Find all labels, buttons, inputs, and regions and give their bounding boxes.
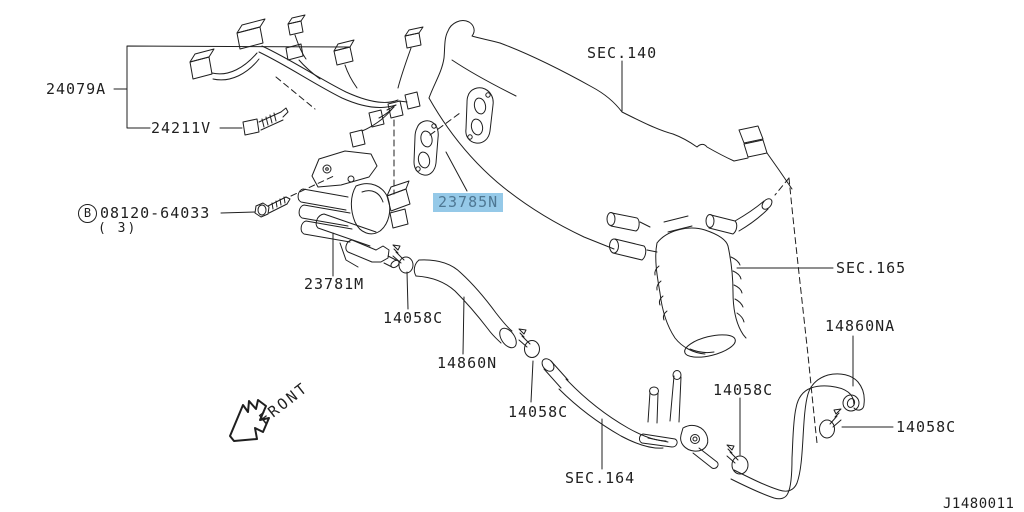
bolt-quantity-label: ( 3) [98,221,138,236]
aac-valve-art [297,150,411,269]
part-label-24079A: 24079A [46,80,107,98]
part-label-14860N: 14860N [437,354,498,372]
front-arrow-icon [229,399,270,442]
sec164-pipe-art [541,358,719,469]
flange-art [465,87,494,144]
part-label-14860NA: 14860NA [825,317,896,335]
hose-14860NA-art [730,373,865,500]
part-label-14058C-3: 14058C [713,381,774,399]
section-label-sec140: SEC.140 [587,44,658,62]
bolt-symbol-badge: B [78,204,97,223]
section-label-sec164: SEC.164 [565,469,636,487]
part-label-14058C-4: 14058C [896,418,957,436]
engine-manifold-art [428,20,793,261]
bolt-art [254,196,291,218]
hose-14860N-art [413,259,517,349]
sub-harness-bolt-art [242,107,289,136]
drawing-id-label: J1480011 [943,496,1015,512]
part-label-14058C-1: 14058C [383,309,444,327]
part-label-23781M: 23781M [304,275,365,293]
harness-art [189,14,424,148]
selected-part-label-23785N[interactable]: 23785N [433,193,504,212]
sec165-hose-art [654,227,747,358]
leader-lines [113,45,894,470]
gasket-art [413,120,439,176]
dashed-reference-lines [275,76,818,444]
part-label-14058C-2: 14058C [508,403,569,421]
part-label-08120-64033: 08120-64033 [100,204,211,222]
section-label-sec165: SEC.165 [836,259,907,277]
clamp-art [392,244,842,475]
part-label-24211V: 24211V [151,119,212,137]
